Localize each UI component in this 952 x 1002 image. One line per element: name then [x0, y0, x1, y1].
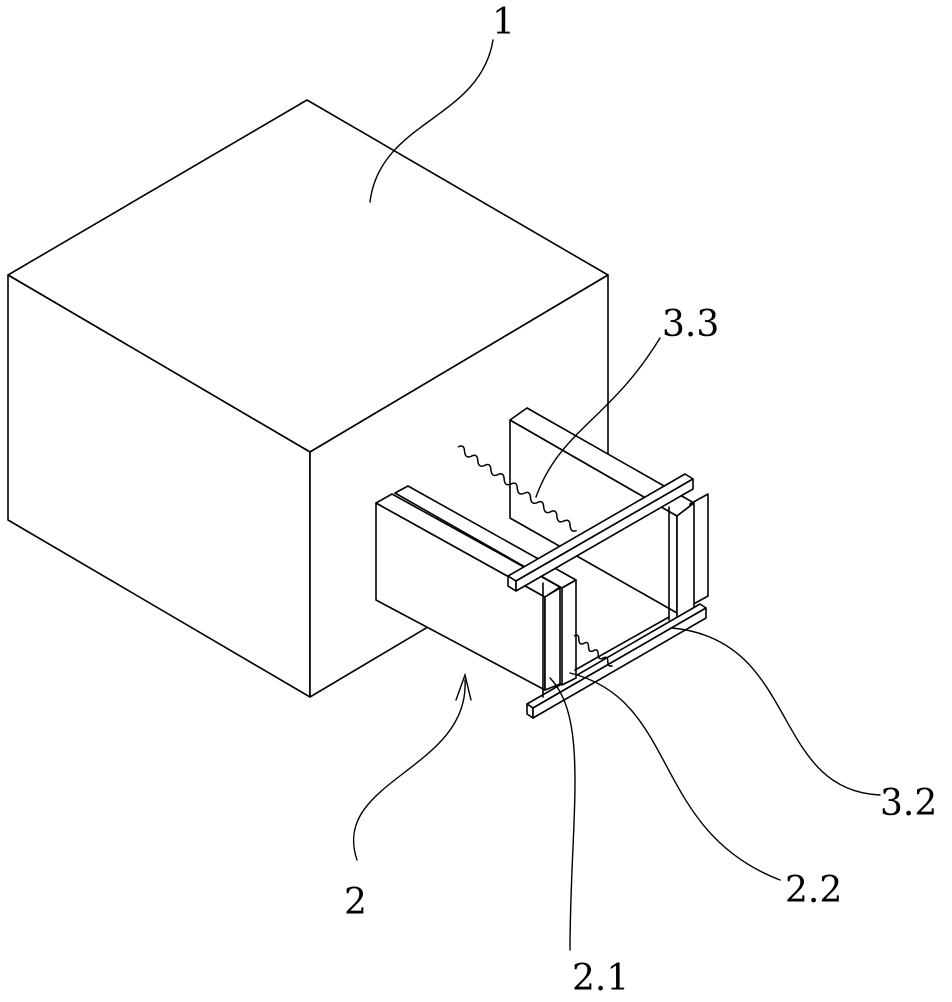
- leader-2-2: [570, 673, 780, 880]
- arrow-2: [456, 675, 471, 700]
- plate-2-2: [562, 580, 576, 685]
- label-2-1: 2.1: [572, 958, 629, 999]
- label-1: 1: [492, 2, 515, 43]
- label-3-2: 3.2: [880, 783, 937, 824]
- label-2-2: 2.2: [785, 870, 842, 911]
- leader-2: [354, 680, 466, 860]
- leader-3-2: [672, 628, 880, 795]
- label-2: 2: [344, 882, 367, 923]
- rear-plate-mid: [677, 503, 694, 618]
- label-3-3: 3.3: [662, 304, 719, 345]
- leader-2-1: [550, 678, 575, 950]
- plate-2-1: [545, 588, 560, 690]
